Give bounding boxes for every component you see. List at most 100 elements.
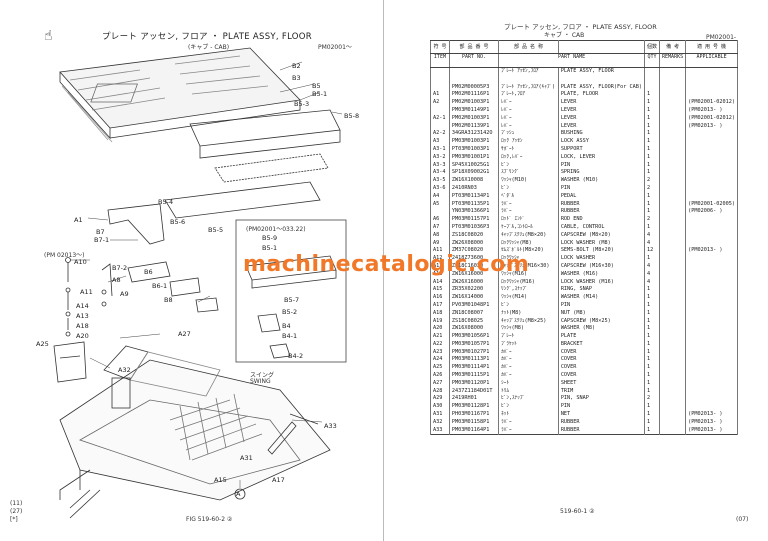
cell-rem xyxy=(659,262,687,271)
cell-part: PM03M01149P1 xyxy=(448,106,500,115)
cell-jp: ﾋﾟﾝ,ｽﾅｯﾌﾟ xyxy=(498,395,559,404)
callout-b7: B7 xyxy=(96,228,105,236)
cell-rem xyxy=(659,387,687,396)
cell-part: ZM37C08020 xyxy=(448,247,500,256)
cell-qty: 1 xyxy=(644,99,661,107)
cell-qty: 1 xyxy=(644,145,661,154)
cell-part: SP45X10025G1 xyxy=(448,161,500,170)
callout-a20: A20 xyxy=(76,332,89,340)
cell-rem xyxy=(659,138,687,146)
cell-item: A3-6 xyxy=(430,184,450,193)
callout-a14: A14 xyxy=(76,302,89,310)
list-subtitle: キャブ ・ CAB xyxy=(544,32,585,39)
cell-item: A18 xyxy=(430,309,450,318)
cell-app xyxy=(685,278,738,287)
cell-app: (PM02013- ) xyxy=(685,411,738,419)
cell-qty: 1 xyxy=(644,325,661,334)
callout-b6: B6 xyxy=(144,268,153,276)
cell-jp: ﾚﾊﾞｰ xyxy=(498,114,559,123)
cell-name: PIN xyxy=(557,301,646,310)
cell-part: SP18X09002G1 xyxy=(448,169,500,178)
cell-qty: 1 xyxy=(644,309,661,318)
cell-app xyxy=(685,216,738,224)
callout-a8: A8 xyxy=(112,276,121,284)
cell-app xyxy=(685,395,738,404)
cell-name: LOCK WASHER xyxy=(557,255,646,263)
cell-app xyxy=(685,83,738,92)
callout-b5: B5 xyxy=(312,82,321,90)
cell-app xyxy=(685,75,738,84)
cell-app xyxy=(685,317,738,326)
cell-item xyxy=(430,75,450,84)
cell-item: A24 xyxy=(430,356,450,365)
cell-app xyxy=(685,130,738,139)
cell-app: (PM02001-02012) xyxy=(685,99,738,107)
cell-qty: 1 xyxy=(644,130,661,139)
callout-b8: B8 xyxy=(164,296,173,304)
cell-name: BUSHING xyxy=(557,130,646,139)
cell-jp: ｶﾊﾞｰ xyxy=(498,356,559,365)
cell-part: PM03M01114P1 xyxy=(448,364,500,373)
cell-app xyxy=(685,325,738,334)
cell-name: PLATE ASSY, FLOOR xyxy=(557,67,646,76)
cell-app xyxy=(685,255,738,263)
col-remarks: REMARKS xyxy=(659,53,687,68)
cell-app xyxy=(685,161,738,170)
cell-app xyxy=(685,184,738,193)
cell-jp: ｷｬｯﾌﾟｽｸﾘｭ(M8×25) xyxy=(498,317,559,326)
cell-qty: 2 xyxy=(644,395,661,404)
cell-part: PT03M01135P1 xyxy=(448,200,500,209)
exploded-parts-diagram xyxy=(53,47,347,519)
cell-rem xyxy=(659,426,687,435)
cell-app: (PM02013- ) xyxy=(685,122,738,131)
cell-rem xyxy=(659,255,687,263)
callout-b4-2: B4-2 xyxy=(288,352,304,360)
cell-part: PM02M00005P3 xyxy=(448,83,500,92)
cell-part: ZR35X02200 xyxy=(448,286,500,295)
cell-jp: ﾚﾊﾞｰ xyxy=(498,99,559,107)
cell-item: A28 xyxy=(430,387,450,396)
cell-item: A19 xyxy=(430,317,450,326)
cell-rem xyxy=(659,364,687,373)
cell-qty: 1 xyxy=(644,122,661,131)
callout-b6-1: B6-1 xyxy=(152,282,168,290)
col-applicable: APPLICABLE xyxy=(685,53,738,68)
table-row xyxy=(430,75,738,84)
cell-name: PIN xyxy=(557,161,646,170)
cell-jp: ﾜｯｼｬ(M8) xyxy=(498,325,559,334)
cell-qty: 1 xyxy=(644,208,661,217)
hand-icon: ☝ xyxy=(44,28,53,44)
cell-part: PM03M01157P1 xyxy=(448,216,500,224)
cell-item: A26 xyxy=(430,372,450,380)
callout-b5-3: B5-3 xyxy=(294,100,310,108)
watermark: machinecatalogic.com xyxy=(243,252,530,277)
cell-app: (PM02013- ) xyxy=(685,106,738,115)
cell-app xyxy=(685,294,738,302)
cell-item: A29 xyxy=(430,395,450,404)
cell-rem xyxy=(659,91,687,100)
cell-rem xyxy=(659,114,687,123)
cell-qty: 1 xyxy=(644,138,661,146)
cell-item: A1 xyxy=(430,91,450,100)
col-name-jp: 部 品 名 称 xyxy=(498,40,559,54)
callout-a27: A27 xyxy=(178,330,191,338)
cell-app: (PM02013- ) xyxy=(685,418,738,427)
callout-b4: B4 xyxy=(282,322,291,330)
cell-name: SUPPORT xyxy=(557,145,646,154)
cell-qty: 2 xyxy=(644,177,661,185)
callout-a18: A18 xyxy=(76,322,89,330)
